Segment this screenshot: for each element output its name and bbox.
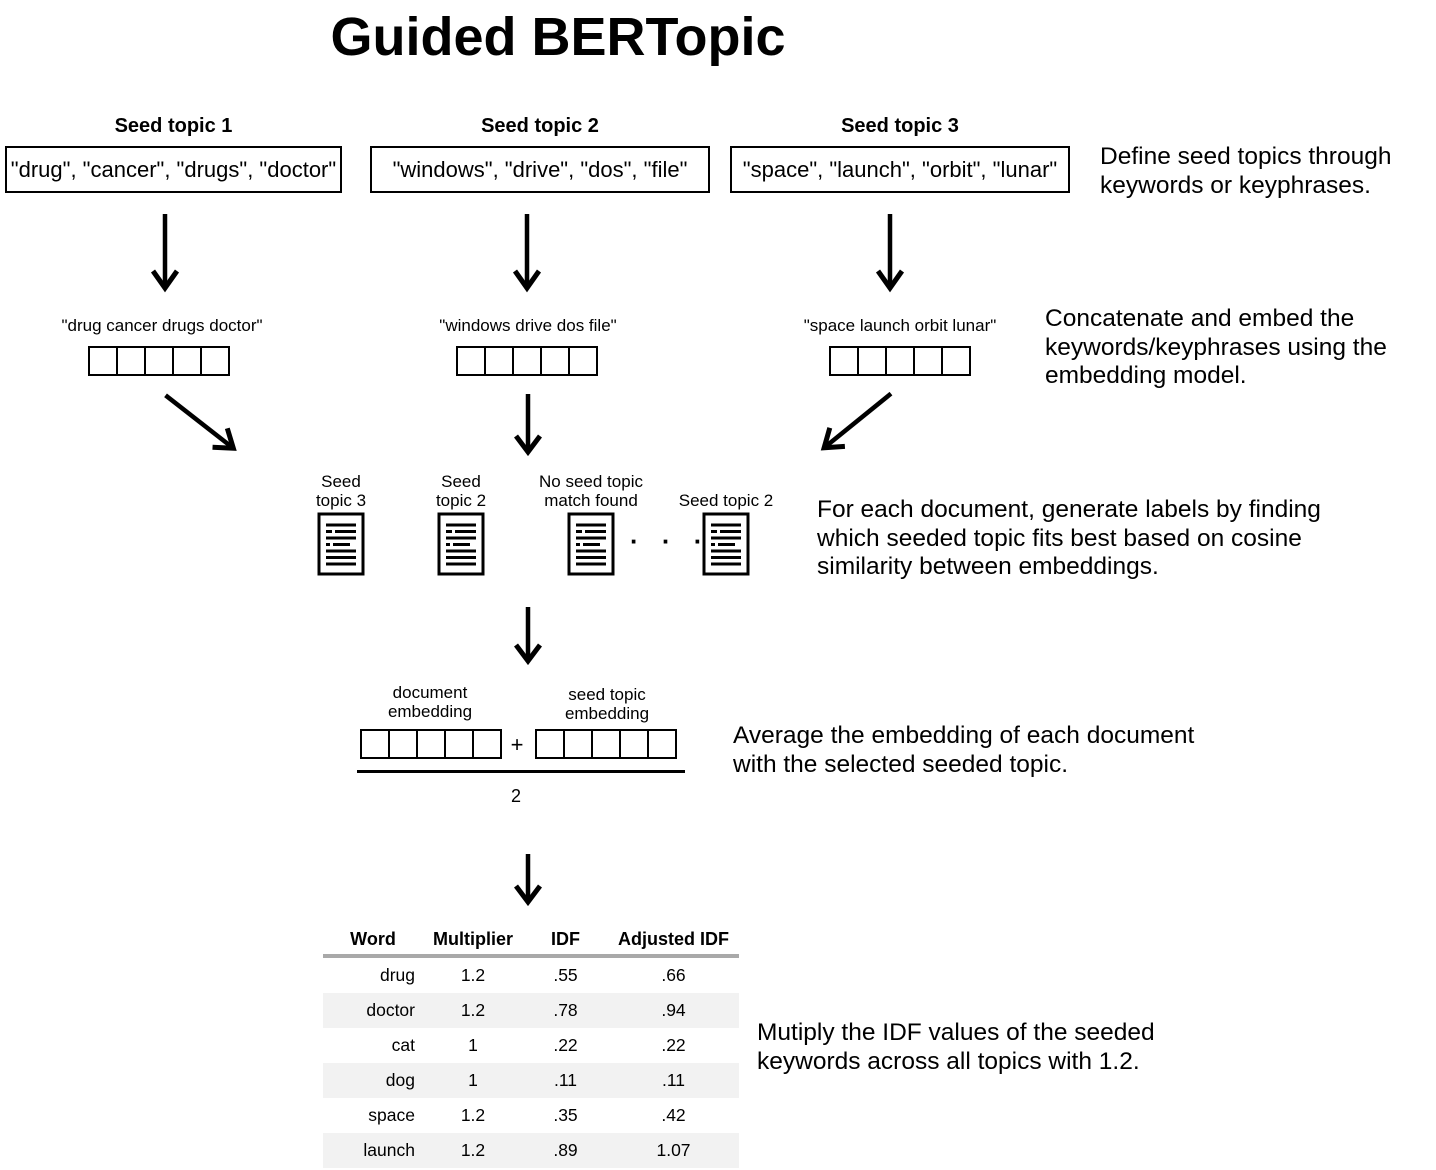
table-row: drug 1.2 .55 .66	[323, 958, 739, 993]
column-header-adjusted-idf: Adjusted IDF	[618, 929, 729, 949]
down-arrow-icon	[875, 214, 905, 293]
document-embedding-vector	[360, 729, 502, 759]
column-header-word: Word	[350, 929, 396, 949]
table-header-row: Word Multiplier IDF Adjusted IDF	[323, 920, 739, 954]
down-arrow-icon	[514, 607, 542, 666]
down-arrow-icon	[514, 854, 542, 907]
annotation-define-seed-topics: Define seed topics through keywords or k…	[1100, 143, 1392, 199]
document-item: Seed topic 2	[421, 470, 501, 576]
document-icon	[317, 512, 365, 576]
embedding-vector-2	[456, 346, 598, 376]
document-item: Seed topic 2	[656, 470, 796, 576]
document-label: No seed topic match found	[539, 472, 643, 510]
plus-operator: +	[510, 732, 524, 757]
concatenated-string-2: "windows drive dos file"	[439, 316, 617, 335]
cell-idf: .78	[553, 1000, 578, 1020]
concatenated-string-1: "drug cancer drugs doctor"	[61, 316, 263, 335]
document-icon	[437, 512, 485, 576]
seed-topic-1-header: Seed topic 1	[114, 115, 233, 137]
cell-multiplier: 1.2	[460, 1140, 486, 1160]
down-arrow-icon	[514, 394, 542, 457]
down-arrow-icon	[150, 214, 180, 293]
cell-multiplier: 1.2	[460, 1000, 486, 1020]
document-item: No seed topic match found	[521, 470, 661, 576]
seed-topic-embedding-label: seed topic embedding	[564, 685, 650, 723]
column-header-multiplier: Multiplier	[433, 929, 513, 949]
table-row: cat 1 .22 .22	[323, 1028, 739, 1063]
annotation-concatenate-embed: Concatenate and embed the keywords/keyph…	[1045, 305, 1387, 389]
cell-multiplier: 1.2	[460, 1105, 486, 1125]
seed-topic-1-keywords-box: "drug", "cancer", "drugs", "doctor"	[5, 146, 342, 193]
table-row: launch 1.2 .89 1.07	[323, 1133, 739, 1168]
cell-idf: .11	[553, 1070, 578, 1090]
cell-word: doctor	[366, 1000, 415, 1020]
table-row: doctor 1.2 .78 .94	[323, 993, 739, 1028]
embedding-vector-3	[829, 346, 971, 376]
cell-adjusted-idf: .42	[661, 1105, 686, 1125]
table-row: dog 1 .11 .11	[323, 1063, 739, 1098]
document-label: Seed topic 2	[435, 472, 487, 510]
fraction-denominator: 2	[510, 786, 521, 806]
cell-adjusted-idf: .94	[661, 1000, 686, 1020]
cell-adjusted-idf: .11	[661, 1070, 686, 1090]
cell-word: dog	[385, 1070, 415, 1090]
annotation-generate-labels: For each document, generate labels by fi…	[817, 496, 1321, 580]
document-icon	[567, 512, 615, 576]
page-title: Guided BERTopic	[330, 7, 786, 67]
ellipsis-dots: · · ·	[630, 526, 711, 556]
cell-multiplier: 1.2	[460, 965, 486, 985]
cell-idf: .35	[553, 1105, 578, 1125]
fraction-divider-line	[357, 770, 685, 773]
cell-multiplier: 1	[468, 1035, 478, 1055]
cell-word: cat	[391, 1035, 415, 1055]
concatenated-string-3: "space launch orbit lunar"	[803, 316, 997, 335]
embedding-vector-1	[88, 346, 230, 376]
document-label: Seed topic 2	[678, 491, 774, 510]
cell-idf: .22	[553, 1035, 578, 1055]
diagonal-arrow-icon	[164, 393, 237, 451]
cell-multiplier: 1	[468, 1070, 478, 1090]
annotation-multiply-idf: Mutiply the IDF values of the seeded key…	[757, 1019, 1155, 1075]
table-header-rule	[323, 954, 739, 958]
cell-word: space	[368, 1105, 415, 1125]
seed-topic-3-header: Seed topic 3	[841, 115, 959, 137]
seed-topic-3-keywords-box: "space", "launch", "orbit", "lunar"	[730, 146, 1070, 193]
document-item: Seed topic 3	[301, 470, 381, 576]
cell-idf: .55	[553, 965, 578, 985]
idf-table: Word Multiplier IDF Adjusted IDF drug 1.…	[323, 920, 739, 1168]
document-embedding-label: document embedding	[387, 683, 473, 721]
diagonal-arrow-icon	[820, 391, 893, 451]
seed-topic-2-header: Seed topic 2	[481, 115, 599, 137]
cell-word: drug	[379, 965, 415, 985]
table-row: space 1.2 .35 .42	[323, 1098, 739, 1133]
seed-topic-embedding-vector	[535, 729, 677, 759]
seed-topic-2-keywords-box: "windows", "drive", "dos", "file"	[370, 146, 710, 193]
document-icon	[702, 512, 750, 576]
cell-adjusted-idf: .66	[661, 965, 686, 985]
cell-adjusted-idf: 1.07	[656, 1140, 691, 1160]
cell-idf: .89	[553, 1140, 578, 1160]
down-arrow-icon	[512, 214, 542, 293]
document-label: Seed topic 3	[315, 472, 367, 510]
column-header-idf: IDF	[551, 929, 580, 949]
annotation-average-embedding: Average the embedding of each document w…	[733, 722, 1195, 778]
cell-word: launch	[363, 1140, 415, 1160]
cell-adjusted-idf: .22	[661, 1035, 686, 1055]
